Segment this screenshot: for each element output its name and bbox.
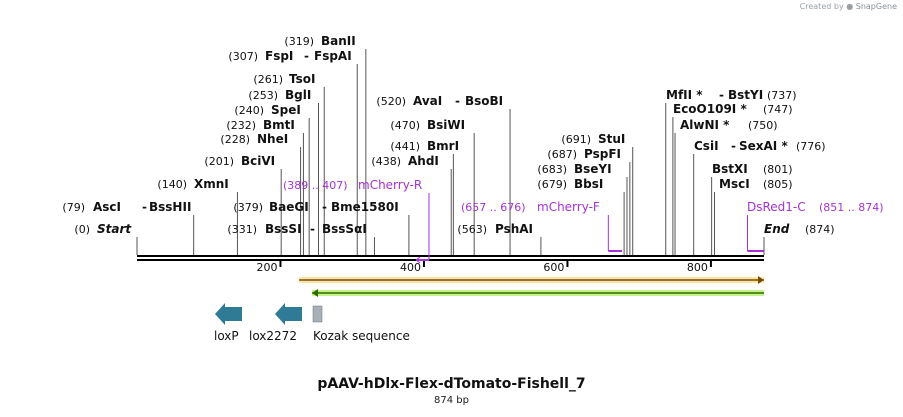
enzyme-separator: -	[719, 88, 724, 102]
enzyme-position-start: (0)	[74, 223, 90, 236]
feature-label-kozak-sequence: Kozak sequence	[313, 329, 410, 343]
enzyme-label-bmri: BmrI	[427, 139, 459, 153]
enzyme-position-xmni: (140)	[157, 178, 187, 191]
enzyme-label-nhei: NheI	[257, 132, 288, 146]
enzyme-label-msci: MscI	[719, 177, 750, 191]
enzyme-label-baegi: BaeGI	[269, 200, 309, 214]
enzyme-label-pspfi: PspFI	[584, 147, 621, 161]
ruler-tick-label: 800	[687, 261, 708, 274]
enzyme-label-bgli: BglI	[285, 88, 311, 102]
enzyme-label-ecoo109i: EcoO109I *	[673, 102, 747, 116]
enzyme-position-asci: (79)	[62, 201, 85, 214]
enzyme-position-tsoi: (261)	[253, 73, 283, 86]
orf-track-arrowhead	[758, 276, 764, 284]
enzyme-position-stui: (691)	[561, 133, 591, 146]
enzyme-position-ecoo109i: (747)	[763, 103, 793, 116]
enzyme-position-bsssi: (331)	[227, 223, 257, 236]
enzyme-position-bseyi: (683)	[537, 163, 567, 176]
enzyme-position-mfii: (737)	[767, 89, 797, 102]
enzyme-label-tsoi: TsoI	[289, 72, 315, 86]
primer-range-mcherry-r: (389 .. 407)	[283, 179, 348, 192]
enzyme-position-alwni: (750)	[748, 119, 778, 132]
enzyme-label-fspai: FspAI	[314, 49, 352, 63]
enzyme-label-bsiwi: BsiWI	[427, 118, 465, 132]
credit-prefix: Created by	[799, 2, 844, 11]
enzyme-label-bme1580i: Bme1580I	[331, 200, 399, 214]
enzyme-position-bmri: (441)	[390, 140, 420, 153]
enzyme-label-banii: BanII	[321, 34, 356, 48]
enzyme-separator: -	[322, 200, 327, 214]
feature-glyph-lox2272	[275, 303, 302, 325]
enzyme-label-ahdi: AhdI	[408, 154, 439, 168]
enzyme-separator: -	[455, 94, 460, 108]
enzyme-position-ahdi: (438)	[371, 155, 401, 168]
enzyme-label-start: Start	[97, 222, 132, 236]
enzyme-position-bstxi: (801)	[763, 163, 793, 176]
primer-range-mcherry-f: (657 .. 676)	[461, 201, 526, 214]
enzyme-label-sexai-: SexAI *	[739, 139, 788, 153]
enzyme-label-alwni: AlwNI *	[680, 118, 730, 132]
enzyme-position-csii: (776)	[796, 140, 826, 153]
enzyme-label-spei: SpeI	[271, 103, 301, 117]
enzyme-position-pshai: (563)	[457, 223, 487, 236]
snapgene-credit: Created by ● SnapGene	[800, 2, 897, 11]
enzyme-label-csii: CsiI	[694, 139, 719, 153]
enzyme-position-spei: (240)	[234, 104, 264, 117]
enzyme-position-bgli: (253)	[248, 89, 278, 102]
snapgene-logo-icon: ●	[846, 2, 854, 11]
enzyme-position-end: (874)	[805, 223, 835, 236]
enzyme-position-bmti: (232)	[226, 119, 256, 132]
feature-glyph-kozak-sequence	[312, 305, 323, 323]
primer-label-dsred1-c: DsRed1-C	[747, 200, 806, 214]
plasmid-length: 874 bp	[434, 395, 469, 406]
enzyme-separator: -	[304, 49, 309, 63]
enzyme-label-fspi: FspI	[265, 49, 293, 63]
enzyme-label-bcivi: BciVI	[241, 154, 275, 168]
feature-label-loxp: loxP	[214, 329, 239, 343]
enzyme-label-avai: AvaI	[413, 94, 442, 108]
enzyme-label-bbsi: BbsI	[574, 177, 603, 191]
enzyme-label-bseyi: BseYI	[574, 162, 612, 176]
primer-label-mcherry-r: mCherry-R	[358, 178, 422, 192]
feature-label-lox2272: lox2272	[249, 329, 297, 343]
enzyme-label-bmti: BmtI	[263, 118, 295, 132]
enzyme-separator: -	[142, 200, 147, 214]
enzyme-position-pspfi: (687)	[547, 148, 577, 161]
enzyme-position-banii: (319)	[284, 35, 314, 48]
ruler-tick-label: 600	[543, 261, 564, 274]
enzyme-position-bcivi: (201)	[204, 155, 234, 168]
enzyme-label-end: End	[764, 222, 790, 236]
ruler-tick-label: 400	[400, 261, 421, 274]
enzyme-position-bbsi: (679)	[537, 178, 567, 191]
feature-glyph-loxp	[215, 303, 242, 325]
enzyme-separator: -	[731, 139, 736, 153]
enzyme-position-bsiwi: (470)	[390, 119, 420, 132]
enzyme-label-stui: StuI	[598, 132, 625, 146]
enzyme-position-fspi: (307)	[228, 50, 258, 63]
enzyme-label-xmni: XmnI	[194, 177, 229, 191]
orf-track-arrowhead	[312, 289, 319, 297]
enzyme-label-bsobi: BsoBI	[465, 94, 503, 108]
enzyme-label-pshai: PshAI	[495, 222, 533, 236]
enzyme-label-bsshii: BssHII	[149, 200, 191, 214]
enzyme-separator: -	[310, 222, 315, 236]
enzyme-label-bstyi: BstYI	[728, 88, 763, 102]
enzyme-label-bsssi: BssSI	[265, 222, 302, 236]
credit-brand: SnapGene	[855, 2, 897, 11]
enzyme-position-avai: (520)	[376, 95, 406, 108]
primer-range-dsred1-c: (851 .. 874)	[819, 201, 884, 214]
enzyme-position-baegi: (379)	[233, 201, 263, 214]
primer-arrowhead-mcherry-r	[415, 256, 421, 264]
enzyme-label-asci: AscI	[93, 200, 121, 214]
ruler-tick-label: 200	[256, 261, 277, 274]
enzyme-position-msci: (805)	[763, 178, 793, 191]
enzyme-label-bsss-i: BssSαI	[322, 222, 367, 236]
enzyme-position-nhei: (228)	[220, 133, 250, 146]
plasmid-name: pAAV-hDlx-Flex-dTomato-Fishell_7	[317, 376, 586, 392]
primer-label-mcherry-f: mCherry-F	[537, 200, 600, 214]
enzyme-label-mfii: MfII *	[666, 88, 703, 102]
enzyme-label-bstxi: BstXI	[712, 162, 748, 176]
